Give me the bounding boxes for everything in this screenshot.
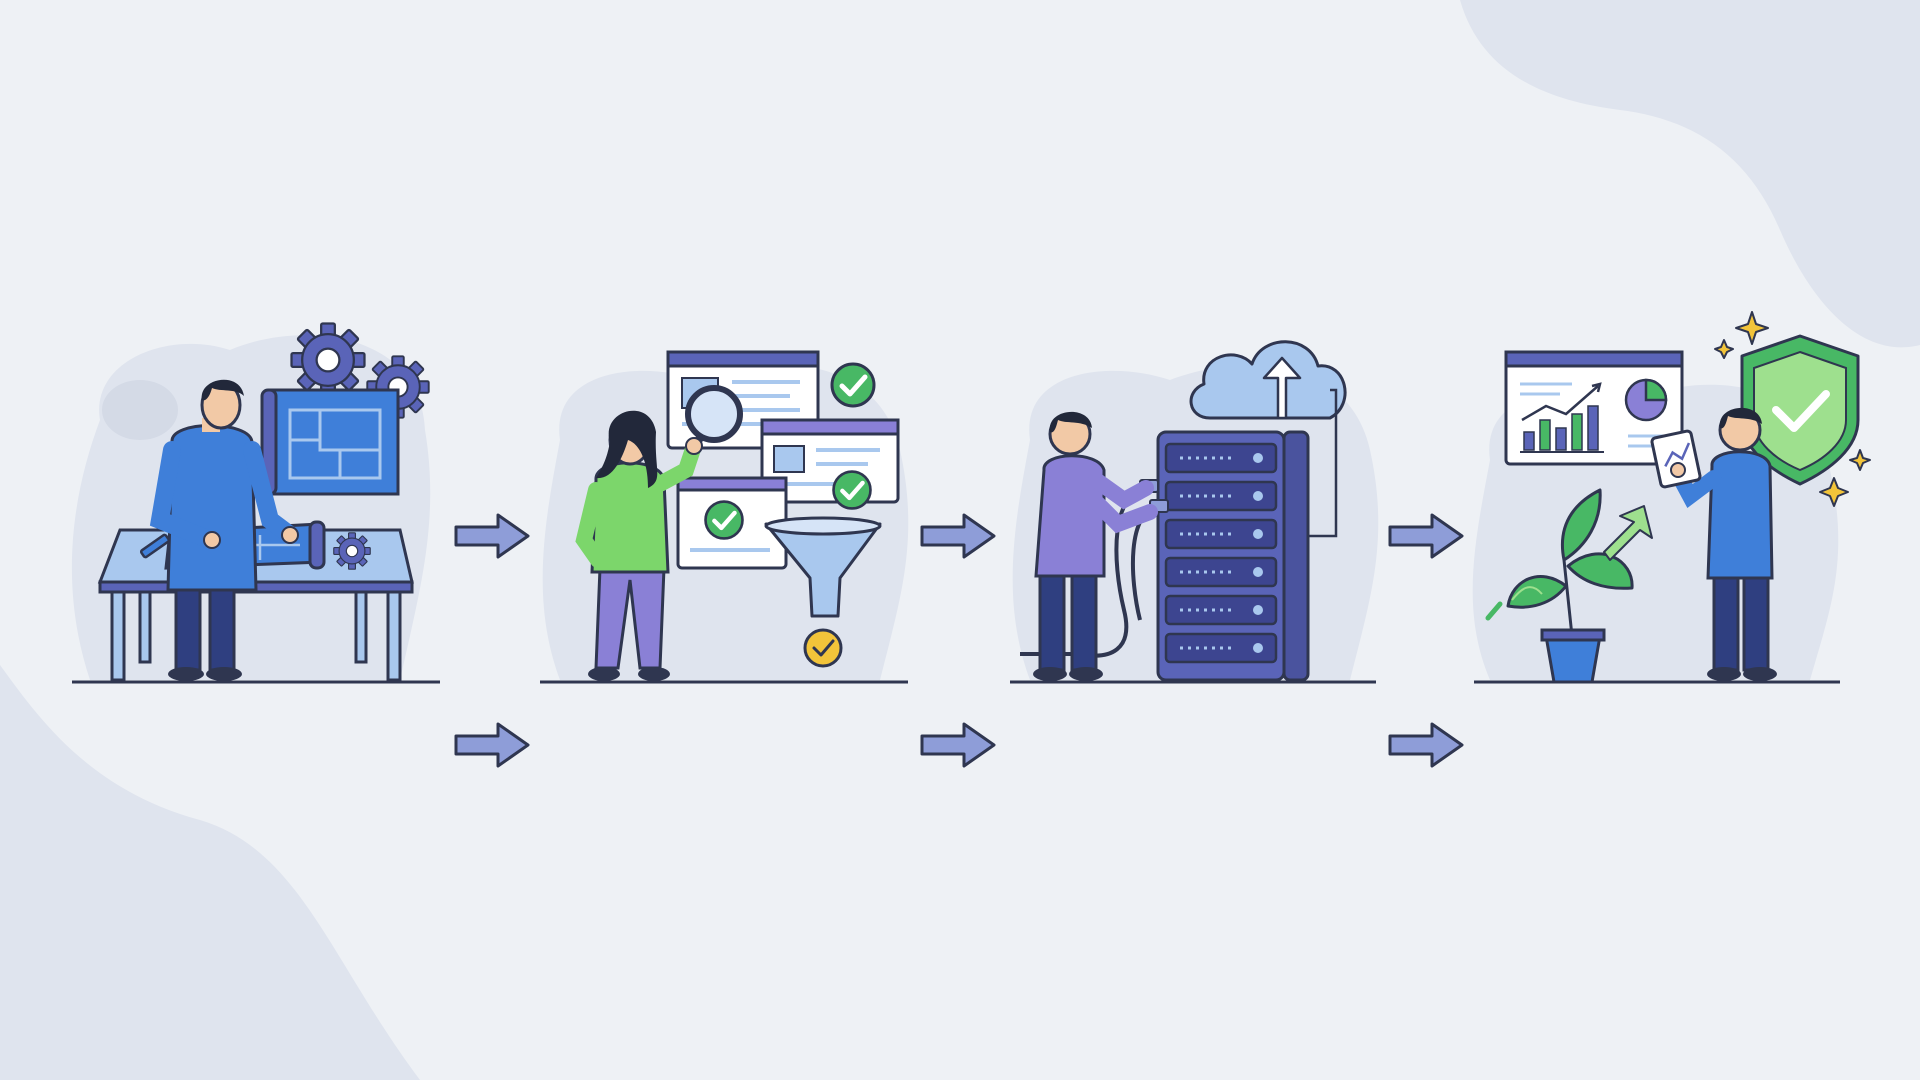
pencil-icon [139,533,171,559]
shield-check-icon [1740,334,1860,486]
arrow-right-icon [454,722,530,768]
arrow-right-icon [1388,722,1464,768]
server-rack-icon [1156,430,1310,682]
step-review-filtering [540,350,909,684]
step-design-planning [71,322,440,684]
browser-window-icon [1504,350,1684,466]
bar-chart-icon [1520,382,1604,453]
arrow-right-icon [920,513,996,559]
person-engineer [1033,411,1158,681]
tablet-icon [1650,429,1702,489]
funnel-icon [764,516,882,618]
person-architect [149,379,299,681]
person-analyst [1650,407,1777,681]
sparkle-icon [1714,311,1871,507]
gear-icon [290,322,366,398]
arrow-right-icon [454,513,530,559]
step-monitoring-growth [1472,311,1871,684]
arrow-right-icon [920,722,996,768]
check-circle-icon [803,628,843,668]
arrow-right-icon [1388,513,1464,559]
step-deployment [1010,340,1379,684]
check-circle-icon [834,472,871,509]
gear-icon [333,532,371,570]
blueprint-icon [260,388,400,496]
check-circle-icon [832,364,874,406]
plant-icon [1485,488,1653,684]
pie-chart-icon [1624,378,1668,448]
check-circle-icon [706,502,743,539]
person-reviewer [575,410,703,681]
cloud-upload-icon [1189,340,1347,538]
